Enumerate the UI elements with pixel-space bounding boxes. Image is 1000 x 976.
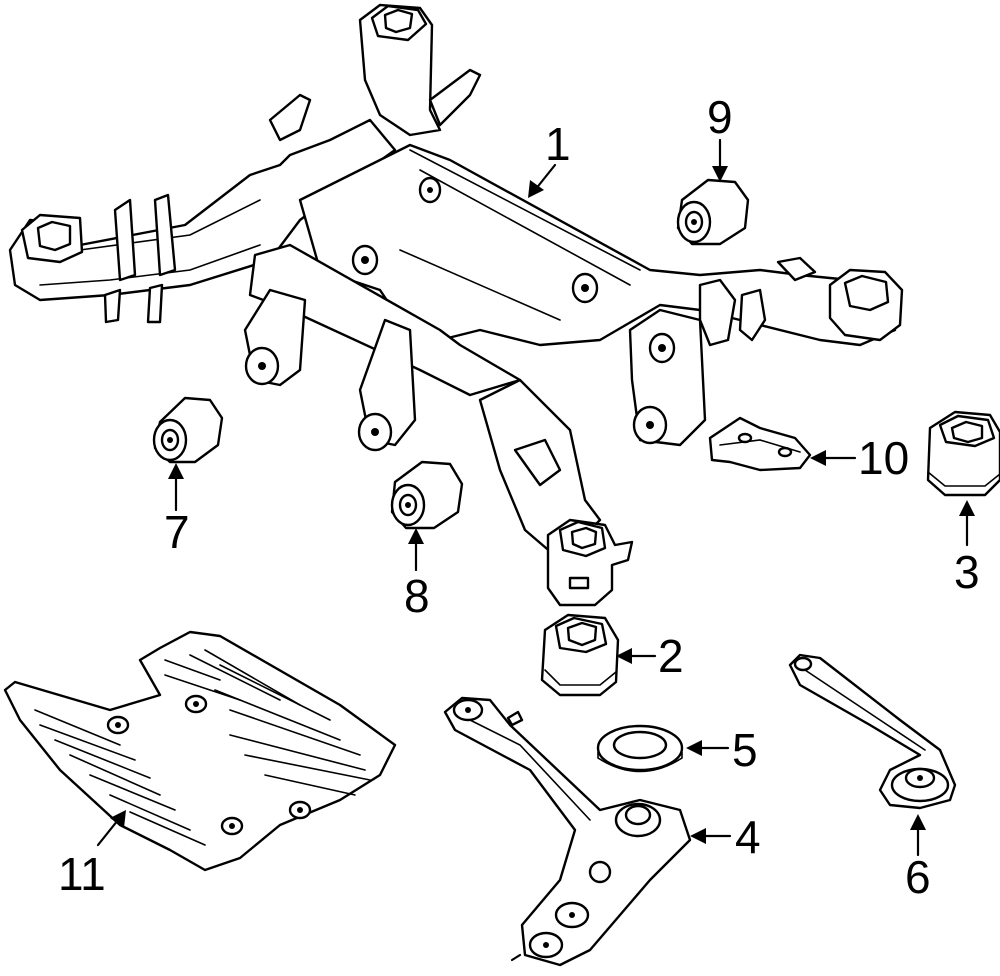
- callout-labels: 1 2 3 4 5 6 7 8 9 10 11: [58, 91, 980, 903]
- part-9-bushing: [676, 178, 750, 246]
- callout-1: 1: [545, 118, 571, 170]
- callout-6: 6: [905, 851, 931, 903]
- callout-9: 9: [707, 91, 733, 143]
- callout-2: 2: [658, 630, 684, 682]
- part-2-bushing: [540, 613, 620, 697]
- part-8-bushing: [390, 460, 464, 530]
- leader-arrows: [96, 138, 975, 857]
- part-1-subframe: [8, 3, 904, 607]
- part-11-heat-shield: [3, 630, 397, 872]
- callout-10: 10: [858, 432, 909, 484]
- callout-4: 4: [735, 811, 761, 863]
- callout-11: 11: [58, 848, 106, 900]
- callout-8: 8: [404, 570, 430, 622]
- part-10-bracket: [708, 416, 812, 472]
- callout-5: 5: [732, 724, 758, 776]
- callout-7: 7: [164, 506, 190, 558]
- part-6-trailing-arm: [788, 653, 957, 810]
- callout-3: 3: [954, 546, 980, 598]
- leader-11: [96, 818, 120, 847]
- leader-1: [533, 163, 557, 192]
- part-4-control-arm: [443, 696, 692, 967]
- part-5-washer: [596, 724, 684, 773]
- part-3-bushing: [926, 410, 1000, 497]
- part-7-bushing: [152, 396, 224, 464]
